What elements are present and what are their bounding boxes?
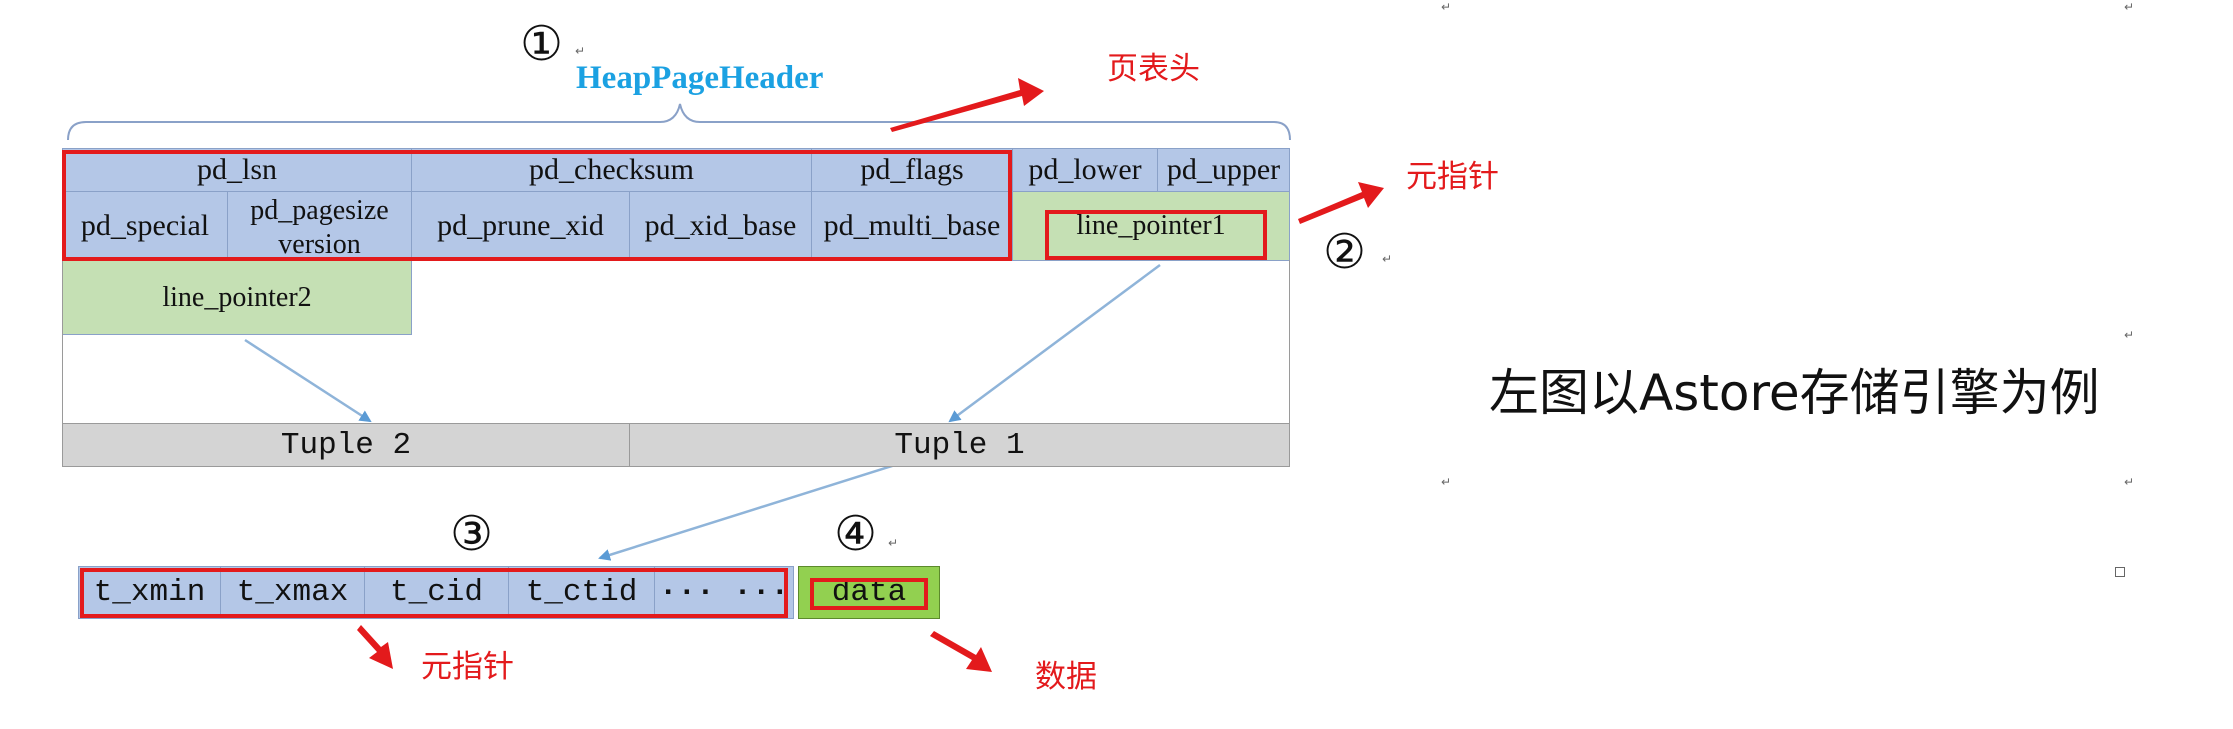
field-t-ctid: t_ctid [508, 566, 655, 619]
cell-pd-upper: pd_upper [1157, 148, 1290, 192]
field-ellipsis: ··· ··· [654, 566, 794, 619]
red-arrow-item-pointer-top [1298, 182, 1384, 224]
cell-pd-pagesize-version: pd_pagesize version [227, 191, 412, 261]
marker-1: ① [520, 16, 564, 72]
field-t-xmax: t_xmax [220, 566, 365, 619]
arrow-lp2-to-tuple2 [244, 338, 372, 423]
anchor-square [2115, 567, 2125, 577]
heap-page-header-title: HeapPageHeader [576, 60, 824, 96]
paragraph-mark: ↵ [888, 536, 899, 550]
paragraph-mark: ↵ [575, 44, 586, 58]
tuple-1: Tuple 1 [629, 423, 1290, 467]
note-item-pointer-bottom: 元指针 [421, 649, 514, 685]
cell-line-pointer2: line_pointer2 [62, 260, 412, 335]
highlight-data [810, 578, 928, 610]
arrow-tuple1-to-fields [598, 463, 896, 561]
tuple-2: Tuple 2 [62, 423, 630, 467]
highlight-page-header [62, 150, 1012, 261]
field-t-cid: t_cid [364, 566, 509, 619]
marker-4: ④ [834, 506, 878, 562]
note-data: 数据 [1035, 659, 1097, 695]
paragraph-mark: ↵ [2124, 0, 2135, 14]
note-page-header: 页表头 [1107, 51, 1200, 87]
highlight-line-pointer1 [1045, 210, 1267, 260]
header-brace [67, 103, 1291, 141]
cell-line-pointer1: line_pointer1 [1012, 191, 1290, 261]
paragraph-mark: ↵ [2124, 328, 2135, 342]
field-t-xmin: t_xmin [78, 566, 221, 619]
paragraph-mark: ↵ [1441, 475, 1452, 489]
cell-pd-flags: pd_flags [811, 148, 1013, 192]
note-item-pointer-top: 元指针 [1406, 159, 1499, 195]
paragraph-mark: ↵ [1441, 0, 1452, 14]
cell-pd-multi-base: pd_multi_base [811, 191, 1013, 261]
cell-pd-lower: pd_lower [1012, 148, 1158, 192]
cell-pd-prune-xid: pd_prune_xid [411, 191, 630, 261]
cell-pd-lsn: pd_lsn [62, 148, 412, 192]
red-arrow-page-header [890, 78, 1044, 132]
red-arrow-item-pointer-bottom [357, 625, 393, 669]
caption: 左图以Astore存储引擎为例 [1489, 364, 2100, 422]
marker-3: ③ [450, 506, 494, 562]
arrow-lp1-to-tuple1 [948, 263, 1161, 423]
red-arrow-data [930, 631, 992, 672]
paragraph-mark: ↵ [1382, 252, 1393, 266]
paragraph-mark: ↵ [2124, 475, 2135, 489]
page-free-space [62, 260, 1290, 424]
marker-2: ② [1323, 224, 1367, 280]
highlight-tuple-header [80, 568, 788, 618]
